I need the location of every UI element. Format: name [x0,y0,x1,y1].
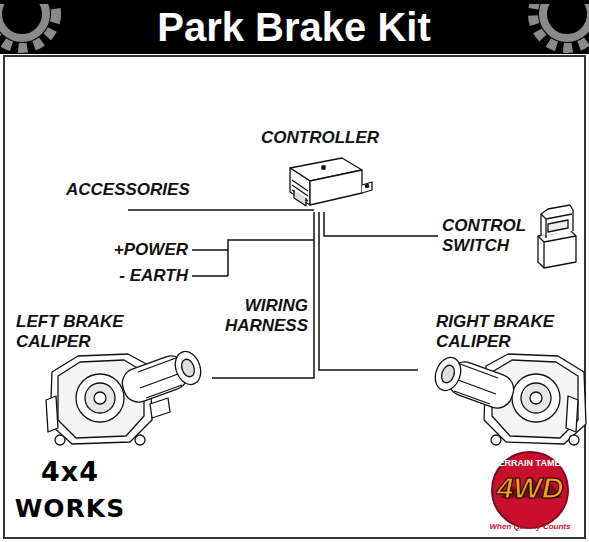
drawing-path [548,220,568,232]
drawing-path [310,170,362,205]
drawing-circle [543,0,589,38]
drawing-path [294,190,306,206]
drawing-g [290,158,372,206]
drawing-circle [512,374,560,422]
wire-label: +POWER [114,240,188,260]
controller: CONTROLLER [258,128,382,212]
drawing-circle [533,0,589,48]
drawing-ellipse [431,354,465,394]
brand-tagline: When Quality Counts [490,522,571,532]
drawing-path [290,168,310,205]
drawing-circle [569,435,579,445]
harness-wire [319,212,418,370]
part-label: RIGHT BRAKE CALIPER [436,312,566,352]
drawing-g [46,348,205,445]
harness-wire [212,212,314,378]
drawing-polyline [192,249,228,251]
brand-logo: TERRAIN TAMER [493,458,567,468]
drawing-path [138,358,182,398]
drawing-path [362,182,372,193]
wire-label: - EARTH [119,266,188,286]
part-label: CONTROL SWITCH [442,216,534,256]
drawing-circle [0,0,46,38]
part-label: CONTROLLER [258,128,382,148]
brand-logo: 4WD [497,472,564,504]
drawing-rect [4,56,585,538]
drawing-path [46,396,58,432]
drawing-path [538,230,576,268]
brand-logo: WORKS [15,494,125,524]
drawing-rect [0,0,589,54]
drawing-rect [0,0,589,4]
brake-caliper: LEFT BRAKE CALIPER [12,310,212,448]
drawing-circle [530,392,542,404]
drawing-circle [55,435,65,445]
drawing-circle [76,374,124,422]
drawing-circle [0,0,56,48]
drawing-path [566,396,578,432]
drawing-circle [94,392,106,404]
drawing-ellipse [439,363,456,384]
drawing-circle [491,435,501,445]
drawing-ellipse [171,348,205,388]
drawing-circle [85,383,115,413]
drawing-ellipse [179,357,196,378]
drawing-path [150,398,170,418]
brand-logo: 4x4 [41,456,99,488]
drawing-g [431,354,586,445]
drawing-polyline [128,209,314,211]
title-text: Park Brake Kit [157,4,430,50]
drawing-g [538,205,576,268]
wire-label: ACCESSORIES [66,180,190,200]
drawing-path [454,364,498,404]
drawing-path [541,214,572,238]
drawing-circle [135,435,145,445]
drawing-circle [365,184,368,187]
drawing-path [538,236,576,268]
drawing-rect [322,166,325,169]
control-switch: CONTROL SWITCH [438,208,582,268]
drawing-circle [492,452,568,528]
harness-wire [324,212,438,236]
drawing-circle [521,383,551,413]
drawing-polyline [192,275,228,277]
part-label: LEFT BRAKE CALIPER [16,312,134,352]
brake-caliper: RIGHT BRAKE CALIPER [418,310,584,448]
wire-label: WIRING HARNESS [222,296,308,336]
drawing-polyline [228,240,314,276]
